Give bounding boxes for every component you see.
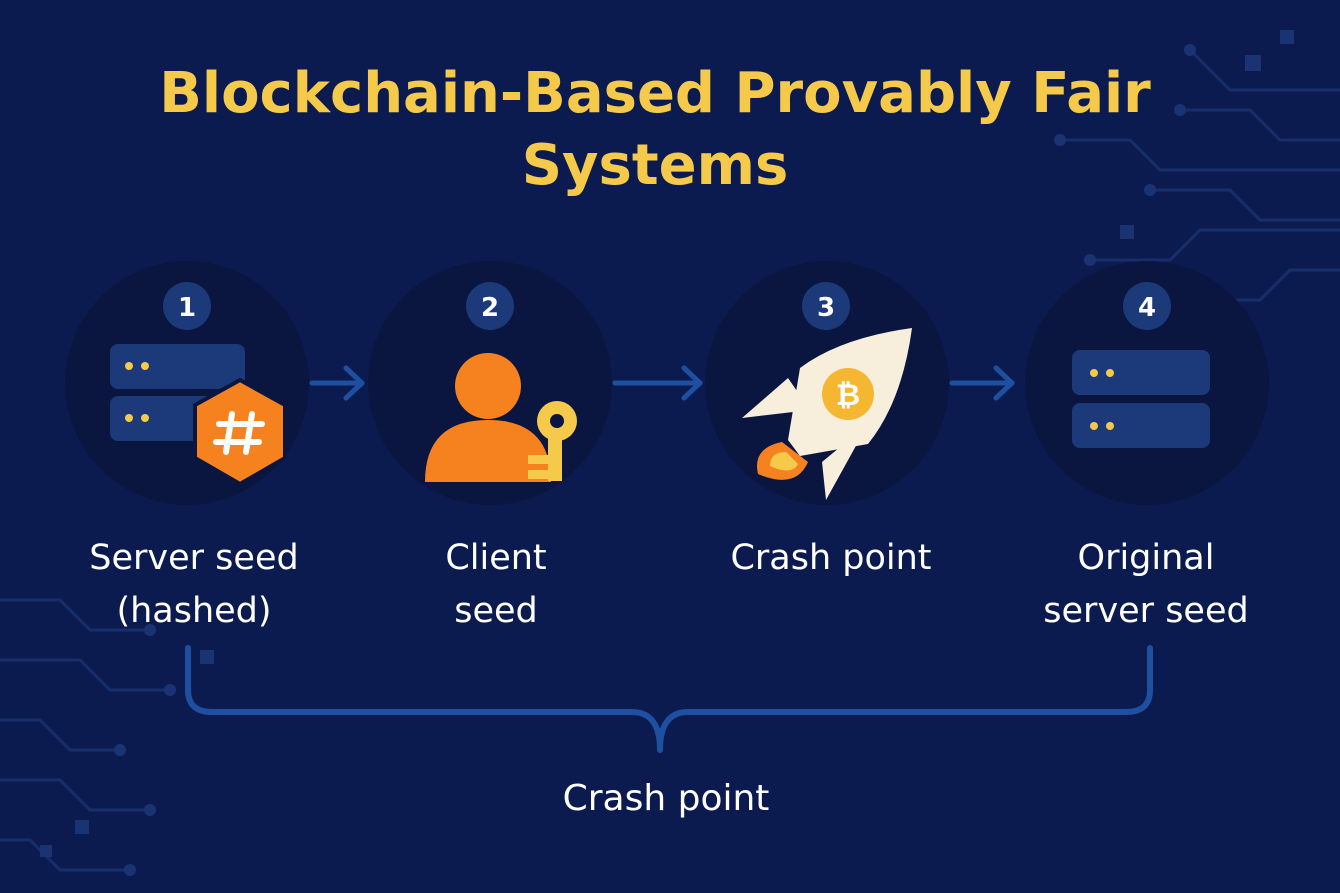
arrow-1-to-2	[309, 365, 365, 401]
step-2-label-line-1: Client	[445, 538, 547, 578]
step-1-label: Server seed (hashed)	[44, 532, 344, 638]
step-1-number: 1	[178, 293, 196, 323]
step-1-label-line-2: (hashed)	[116, 591, 272, 631]
arrow-2-to-3	[612, 365, 703, 401]
bracket-brace	[185, 645, 1153, 753]
step-4-number: 4	[1138, 293, 1156, 323]
step-3-label: Crash point	[681, 532, 981, 585]
user-key-icon	[425, 353, 577, 482]
step-1-number-badge: 1	[163, 282, 211, 330]
step-4-label-line-2: server seed	[1043, 591, 1249, 631]
arrow-3-to-4	[949, 365, 1015, 401]
server-hash-icon	[110, 344, 287, 487]
step-2-label: Client seed	[346, 532, 646, 638]
step-3-number-badge: 3	[802, 282, 850, 330]
step-4-number-badge: 4	[1123, 282, 1171, 330]
svg-text:₿: ₿	[836, 378, 860, 413]
step-2-number-badge: 2	[466, 282, 514, 330]
server-icon	[1072, 350, 1210, 448]
step-3-number: 3	[817, 293, 835, 323]
step-2-number: 2	[481, 293, 499, 323]
bitcoin-rocket-icon: ₿	[742, 328, 912, 500]
step-3-label-line-1: Crash point	[730, 538, 932, 578]
step-1-label-line-1: Server seed	[89, 538, 299, 578]
step-4-label: Original server seed	[996, 532, 1296, 638]
title-line-1: Blockchain-Based Provably Fair	[159, 61, 1151, 126]
page-title: Blockchain-Based Provably Fair Systems	[0, 58, 1310, 202]
brace-label: Crash point	[562, 778, 770, 819]
step-4-label-line-1: Original	[1077, 538, 1215, 578]
title-line-2: Systems	[521, 133, 789, 198]
step-2-label-line-2: seed	[454, 591, 538, 631]
